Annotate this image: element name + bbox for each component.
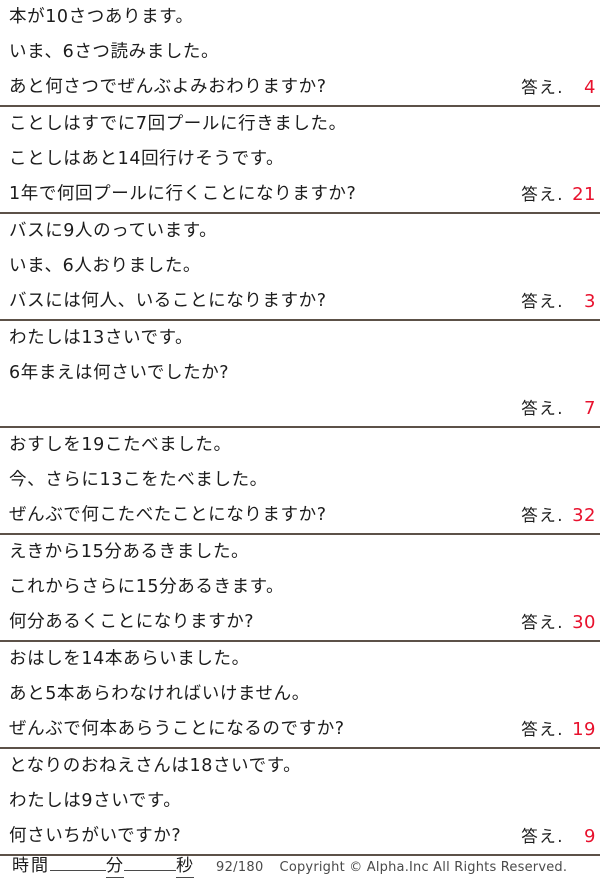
question-line: 何さいちがいですか? 答え. 9: [0, 819, 600, 854]
time-seconds-blank[interactable]: [124, 869, 176, 871]
answer-field[interactable]: 答え. 7: [521, 391, 596, 426]
question-line: いま、6さつ読みました。: [0, 35, 600, 70]
question-line: おすしを19こたべました。: [0, 428, 600, 463]
question-line: わたしは13さいです。: [0, 321, 600, 356]
answer-value[interactable]: 7: [584, 398, 596, 419]
answer-value[interactable]: 21: [572, 184, 596, 205]
question-text: これからさらに15分あるきます。: [9, 577, 285, 597]
worksheet-footer: 時間 分 秒 92/180 Copyright © Alpha.Inc All Ri…: [0, 833, 600, 893]
problem-block: わたしは13さいです。 6年まえは何さいでしたか? 答え. 7: [0, 321, 600, 428]
question-text: わたしは9さいです。: [9, 791, 182, 811]
answer-label: 答え.: [521, 613, 564, 632]
question-line: 1年で何回プールに行くことになりますか? 答え. 21: [0, 177, 600, 212]
question-line: えきから15分あるきました。: [0, 535, 600, 570]
question-line: 今、さらに13こをたべました。: [0, 463, 600, 498]
time-minutes-blank[interactable]: [50, 869, 106, 871]
question-text: ぜんぶで何本あらうことになるのですか?: [9, 719, 345, 739]
question-text: 今、さらに13こをたべました。: [9, 470, 268, 490]
question-line: 答え. 7: [0, 391, 600, 426]
answer-field[interactable]: 答え. 21: [521, 177, 596, 212]
question-text: ぜんぶで何こたべたことになりますか?: [9, 505, 327, 525]
question-text: 本が10さつあります。: [9, 7, 194, 27]
copyright-notice: Copyright © Alpha.Inc All Rights Reserve…: [279, 860, 568, 875]
problem-block: えきから15分あるきました。これからさらに15分あるきます。何分あるくことになり…: [0, 535, 600, 642]
answer-label: 答え.: [521, 506, 564, 525]
question-text: 1年で何回プールに行くことになりますか?: [9, 184, 357, 204]
answer-label: 答え.: [521, 827, 564, 846]
time-minutes-unit: 分: [106, 851, 124, 878]
answer-value[interactable]: 9: [584, 826, 596, 847]
question-text: 6年まえは何さいでしたか?: [9, 363, 230, 383]
problem-block: バスに9人のっています。いま、6人おりました。バスには何人、いることになりますか…: [0, 214, 600, 321]
answer-field[interactable]: 答え. 9: [521, 819, 596, 854]
question-text: いま、6人おりました。: [9, 256, 202, 276]
question-line: となりのおねえさんは18さいです。: [0, 749, 600, 784]
question-text: おすしを19こたべました。: [9, 435, 232, 455]
answer-value[interactable]: 4: [584, 77, 596, 98]
problem-list: 本が10さつあります。いま、6さつ読みました。あと何さつでぜんぶよみおわりますか…: [0, 0, 600, 856]
question-text: あと何さつでぜんぶよみおわりますか?: [9, 77, 327, 97]
question-line: バスに9人のっています。: [0, 214, 600, 249]
question-text: 何さいちがいですか?: [9, 826, 182, 846]
question-line: あと何さつでぜんぶよみおわりますか? 答え. 4: [0, 70, 600, 105]
question-line: 6年まえは何さいでしたか?: [0, 356, 600, 391]
problem-block: ことしはすでに7回プールに行きました。ことしはあと14回行けそうです。 1年で何回…: [0, 107, 600, 214]
question-text: ことしはあと14回行けそうです。: [9, 149, 285, 169]
problem-block: 本が10さつあります。いま、6さつ読みました。あと何さつでぜんぶよみおわりますか…: [0, 0, 600, 107]
question-text: となりのおねえさんは18さいです。: [9, 756, 302, 776]
time-seconds-unit: 秒: [176, 851, 194, 878]
question-text: ことしはすでに7回プールに行きました。: [9, 114, 347, 134]
problem-block: おすしを19こたべました。今、さらに13こをたべました。ぜんぶで何こたべたことに…: [0, 428, 600, 535]
question-line: ぜんぶで何本あらうことになるのですか? 答え. 19: [0, 712, 600, 747]
question-text: わたしは13さいです。: [9, 328, 194, 348]
question-text: あと5本あらわなければいけません。: [9, 684, 310, 704]
page-number: 92/180: [216, 860, 264, 875]
question-text: 何分あるくことになりますか?: [9, 612, 255, 632]
question-text: バスには何人、いることになりますか?: [9, 291, 327, 311]
question-line: 本が10さつあります。: [0, 0, 600, 35]
problem-block: となりのおねえさんは18さいです。わたしは9さいです。何さいちがいですか? 答え.…: [0, 749, 600, 856]
answer-field[interactable]: 答え. 30: [521, 605, 596, 640]
question-text: バスに9人のっています。: [9, 221, 218, 241]
question-line: あと5本あらわなければいけません。: [0, 677, 600, 712]
question-line: ことしはあと14回行けそうです。: [0, 142, 600, 177]
question-text: おはしを14本あらいました。: [9, 649, 250, 669]
answer-label: 答え.: [521, 78, 564, 97]
answer-field[interactable]: 答え. 19: [521, 712, 596, 747]
answer-field[interactable]: 答え. 3: [521, 284, 596, 319]
question-line: おはしを14本あらいました。: [0, 642, 600, 677]
answer-field[interactable]: 答え. 32: [521, 498, 596, 533]
problem-block: おはしを14本あらいました。あと5本あらわなければいけません。ぜんぶで何本あらう…: [0, 642, 600, 749]
question-text: えきから15分あるきました。: [9, 542, 250, 562]
question-line: わたしは9さいです。: [0, 784, 600, 819]
answer-label: 答え.: [521, 720, 564, 739]
question-line: 何分あるくことになりますか? 答え. 30: [0, 605, 600, 640]
answer-field[interactable]: 答え. 4: [521, 70, 596, 105]
answer-value[interactable]: 19: [572, 719, 596, 740]
footer-meta: 92/180 Copyright © Alpha.Inc All Rights …: [216, 860, 567, 875]
question-line: ことしはすでに7回プールに行きました。: [0, 107, 600, 142]
question-text: いま、6さつ読みました。: [9, 42, 220, 62]
answer-label: 答え.: [521, 292, 564, 311]
time-record-field[interactable]: 時間 分 秒: [12, 851, 194, 878]
answer-value[interactable]: 30: [572, 612, 596, 633]
question-line: いま、6人おりました。: [0, 249, 600, 284]
time-label: 時間: [12, 856, 50, 876]
answer-label: 答え.: [521, 399, 564, 418]
question-line: バスには何人、いることになりますか? 答え. 3: [0, 284, 600, 319]
answer-value[interactable]: 3: [584, 291, 596, 312]
answer-label: 答え.: [521, 185, 564, 204]
question-line: これからさらに15分あるきます。: [0, 570, 600, 605]
answer-value[interactable]: 32: [572, 505, 596, 526]
question-line: ぜんぶで何こたべたことになりますか? 答え. 32: [0, 498, 600, 533]
